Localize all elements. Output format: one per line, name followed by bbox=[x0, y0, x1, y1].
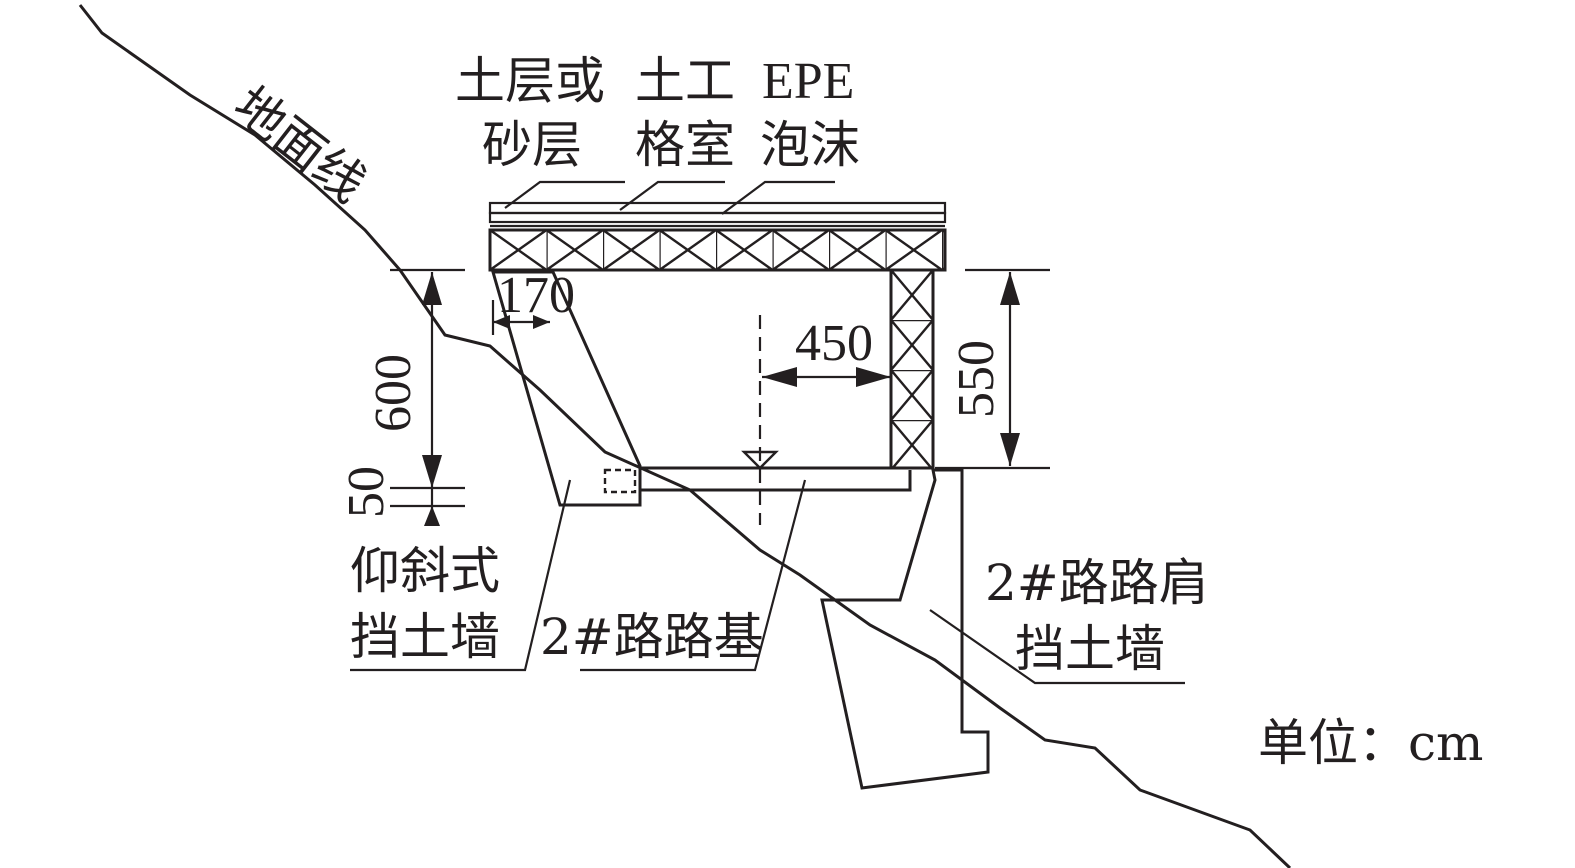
shoulder-wall-label-top: 2#路路肩 bbox=[985, 554, 1209, 612]
reverse-wall-label-top: 仰斜式 bbox=[350, 542, 500, 600]
geocell-label-bottom: 格室 bbox=[635, 116, 735, 174]
reverse-slope-retaining-wall bbox=[491, 270, 642, 507]
geocell-layer bbox=[488, 211, 947, 224]
subgrade-bottom bbox=[640, 470, 912, 492]
water-level-marker bbox=[741, 450, 779, 470]
epe-foam-top-truss bbox=[488, 228, 947, 272]
epe-label-bottom: 泡沫 bbox=[760, 116, 860, 174]
epe-foam-side-truss bbox=[889, 268, 935, 470]
unit-label: 单位：cm bbox=[1258, 714, 1483, 772]
soil-sand-label-top: 土层或 bbox=[455, 52, 605, 110]
soil-sand-label-bottom: 砂层 bbox=[482, 116, 582, 174]
dim-170: 170 bbox=[497, 267, 575, 324]
soil-sand-layer bbox=[488, 201, 947, 215]
geocell-label-top: 土工 bbox=[635, 52, 735, 110]
ground-line bbox=[78, 4, 1292, 868]
dim-50: 50 bbox=[338, 466, 395, 518]
dim-450: 450 bbox=[795, 315, 873, 372]
shoulder-wall-label-bottom: 挡土墙 bbox=[1015, 620, 1165, 678]
dim-550: 550 bbox=[948, 340, 1005, 418]
ground-line-label: 地面线 bbox=[223, 76, 377, 214]
reverse-wall-label-bottom: 挡土墙 bbox=[350, 608, 500, 666]
dim-600: 600 bbox=[365, 354, 422, 432]
epe-label-top: EPE bbox=[762, 53, 854, 110]
subgrade-label: 2#路路基 bbox=[540, 608, 764, 666]
drain-box bbox=[603, 468, 637, 494]
shoulder-retaining-wall bbox=[820, 468, 990, 790]
